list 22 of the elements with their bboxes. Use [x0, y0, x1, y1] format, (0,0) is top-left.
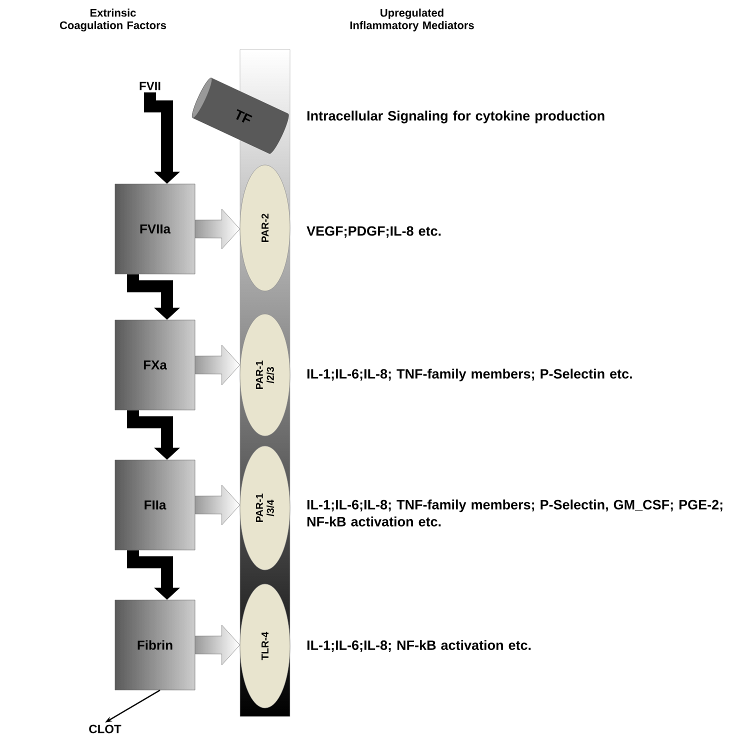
block-arrow [195, 484, 240, 526]
factor-box: FVIIa [114, 184, 196, 274]
mediator-text: IL-1;IL-6;IL-8; TNF-family members; P-Selectin etc. [307, 368, 632, 382]
arrow [127, 550, 180, 600]
factor-label: CLOT [89, 724, 122, 734]
column-heading: Extrinsic Coagulation Factors [60, 8, 166, 32]
mediator-text: IL-1;IL-6;IL-8; NF-kB activation etc. [307, 640, 531, 652]
arrow [144, 92, 180, 184]
mediator-text: VEGF;PDGF;IL-8 etc. [306, 226, 441, 238]
arrow [127, 274, 180, 320]
factor-box: FXa [114, 320, 196, 410]
factor-box: FIIa [114, 460, 196, 550]
block-arrow [195, 344, 240, 386]
mediator-text: Intracellular Signaling for cytokine production [307, 110, 604, 124]
arrow [127, 410, 180, 460]
block-arrow [195, 208, 240, 250]
cylinder: TF [192, 78, 289, 154]
column-heading: Upregulated Inflammatory Mediators [350, 8, 474, 32]
block-arrow [195, 624, 240, 666]
factor-box: Fibrin [114, 600, 196, 690]
mediator-text: IL-1;IL-6;IL-8; TNF-family members; P-Selectin, GM_CSF; PGE-2; NF-kB activation etc. [307, 500, 722, 526]
factor-label: FVII [140, 82, 160, 90]
